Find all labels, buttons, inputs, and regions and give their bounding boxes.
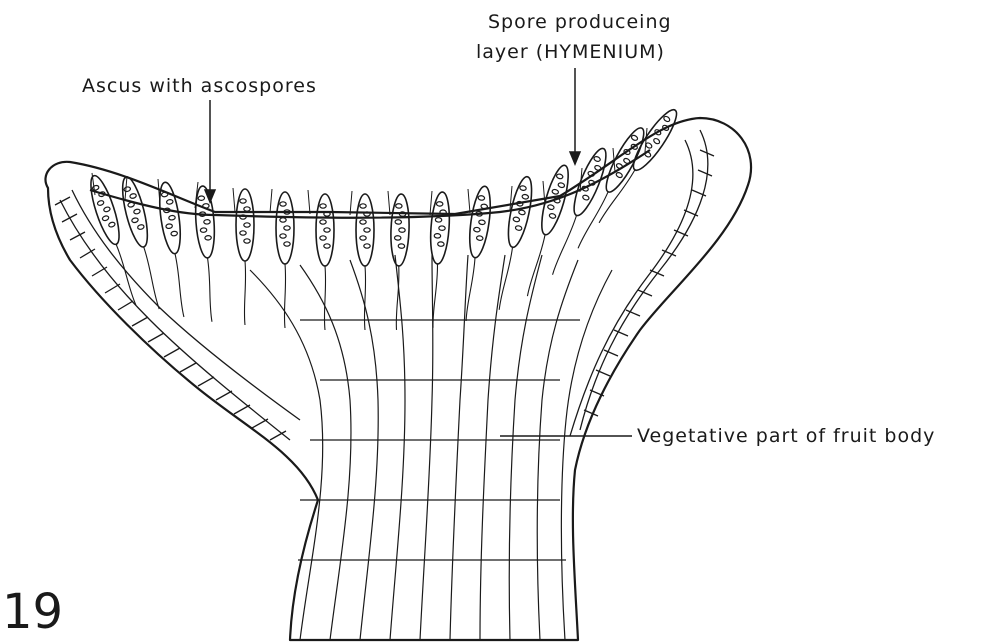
- ascospore: [320, 220, 326, 224]
- ascospore: [594, 165, 602, 171]
- ascospore: [360, 220, 366, 224]
- ascospore: [439, 226, 446, 231]
- ascus-label: Ascus with ascospores: [82, 74, 317, 98]
- ascospore: [161, 192, 168, 197]
- ascospore: [631, 134, 639, 141]
- ascospore: [166, 224, 173, 229]
- ascospore: [360, 204, 366, 208]
- ascospore: [518, 210, 525, 216]
- ascus: [490, 175, 536, 312]
- ascospore: [166, 199, 173, 204]
- ascospore: [171, 231, 178, 236]
- ascus: [236, 189, 254, 325]
- ascospore: [587, 171, 595, 177]
- ascospore: [284, 226, 290, 230]
- ascospore: [440, 210, 447, 215]
- ascospore: [324, 228, 330, 232]
- ascospore: [547, 204, 554, 210]
- ascospore: [436, 202, 443, 207]
- ascospore: [558, 182, 565, 188]
- ascospore: [476, 235, 483, 240]
- ascospore: [623, 157, 631, 164]
- ascospore: [133, 209, 140, 215]
- ascospore: [556, 173, 563, 179]
- ascus: [316, 194, 334, 330]
- ascospore: [240, 199, 246, 203]
- ascospore: [653, 138, 661, 145]
- ascospore: [593, 156, 601, 162]
- ascospore: [280, 202, 286, 206]
- ascus: [356, 194, 374, 330]
- ascus: [424, 191, 451, 328]
- ascospore: [103, 206, 110, 212]
- ascospore: [394, 236, 401, 241]
- ascospore: [244, 223, 250, 227]
- ascospore: [399, 228, 406, 233]
- ascospore: [479, 220, 486, 225]
- ascospore: [320, 236, 326, 240]
- ascospore: [438, 242, 445, 247]
- ascospore: [552, 189, 559, 195]
- ascospore: [616, 163, 624, 170]
- hymenium-arrowhead: [570, 152, 580, 164]
- ascospore: [244, 207, 250, 211]
- ascospore: [364, 244, 370, 248]
- ascus: [544, 145, 612, 278]
- ascospore: [203, 203, 210, 208]
- ascospore: [240, 231, 246, 235]
- ascospore: [473, 227, 480, 232]
- ascospore: [169, 215, 176, 220]
- ascospore: [364, 228, 370, 232]
- ascospore: [396, 204, 403, 209]
- leader-lines: [205, 68, 632, 436]
- ascospore: [284, 242, 290, 246]
- ascospore: [131, 217, 138, 223]
- ascospore: [127, 202, 134, 208]
- ascospore: [582, 194, 590, 200]
- ascospore: [320, 204, 326, 208]
- ascospore: [478, 195, 485, 200]
- hymenium-label-line1: Spore produceing: [488, 10, 672, 34]
- ascospore: [522, 194, 529, 200]
- ascospore: [615, 172, 623, 179]
- ascospore: [519, 185, 526, 191]
- ascospore: [204, 219, 211, 224]
- ascospore: [280, 218, 286, 222]
- ascus: [457, 185, 494, 322]
- ascospore: [102, 215, 109, 221]
- ascospore: [324, 244, 330, 248]
- cortex-cells: [55, 130, 714, 440]
- ascospore: [244, 239, 250, 243]
- ascospore: [515, 225, 522, 231]
- ascospore: [200, 228, 207, 233]
- ascospore: [124, 186, 131, 192]
- figure-number: 19: [2, 586, 63, 638]
- ascospore: [398, 244, 405, 249]
- ascus: [519, 163, 574, 299]
- ascospore: [395, 220, 402, 225]
- ascospore: [137, 224, 144, 230]
- ascospore: [360, 236, 366, 240]
- ascospore: [108, 222, 115, 228]
- ascospore: [129, 193, 136, 199]
- ascospore: [549, 213, 556, 219]
- ascospore: [513, 217, 520, 223]
- ascospore: [663, 115, 671, 122]
- ascospore: [205, 235, 212, 240]
- vegetative-label: Vegetative part of fruit body: [637, 424, 935, 448]
- ascospore: [97, 200, 104, 206]
- ascospore: [92, 185, 99, 191]
- ascus-arrowhead: [205, 190, 215, 202]
- ascospore: [280, 234, 286, 238]
- ascospore: [435, 217, 442, 222]
- ascospore: [198, 196, 205, 201]
- ascospore: [481, 204, 488, 209]
- hymenium-label-line2: layer (HYMENIUM): [476, 40, 665, 64]
- vegetative-hyphae: [250, 255, 612, 640]
- ascospore: [434, 233, 441, 238]
